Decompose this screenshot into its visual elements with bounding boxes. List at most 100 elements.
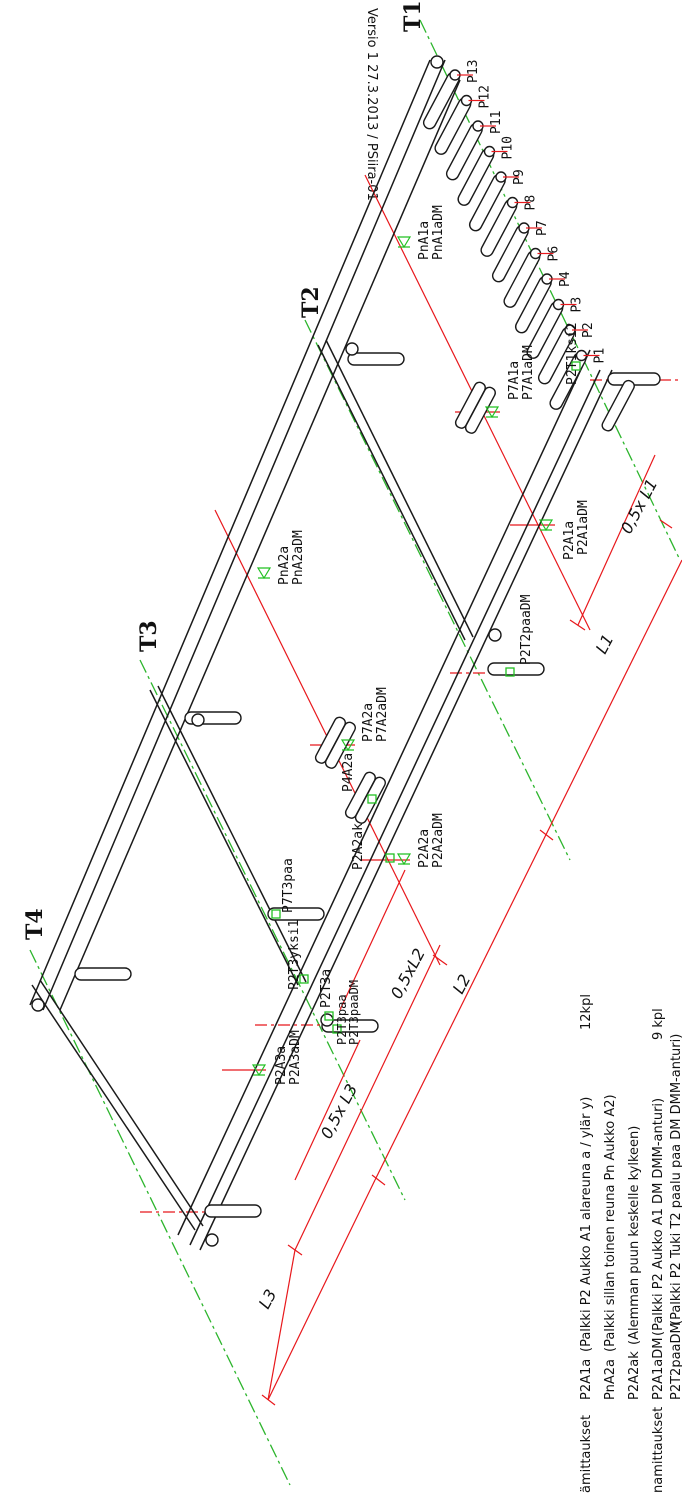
post-label-p7: P7 (535, 220, 550, 236)
legend-row1-desc: (Palkki P2 Aukko A1 alareuna a / ylär y) (579, 1097, 594, 1352)
dim-label-l1: L1 (592, 631, 618, 657)
post-label-p11: P11 (489, 111, 504, 134)
sensor-p2a3a (251, 1064, 267, 1077)
pile-t4 (74, 967, 132, 981)
label-p2a3a: P2A3a (274, 1046, 289, 1085)
legend-row1-code: P2A1a (579, 1359, 594, 1400)
label-pna1a: PnA1a (417, 221, 432, 260)
dim-tick-6 (659, 519, 673, 529)
beam-upper-3 (59, 79, 461, 1011)
support-label-t3: T3 (136, 620, 162, 652)
legend-row2-code: PnA2a (603, 1359, 618, 1400)
label-p2t3a: P2T3a (319, 969, 334, 1008)
legend-row5-desc: (Palkki P2 Tuki T2 paalu paa DM DMM-antu… (669, 1034, 682, 1325)
bundle-p7a2-b (324, 721, 356, 769)
label-pna2a: PnA2a (277, 546, 292, 585)
sensor-markers (251, 236, 581, 1077)
sensor-pna2a (256, 567, 272, 580)
post-label-p12: P12 (478, 85, 493, 108)
crossbeam-t2a (317, 344, 466, 641)
dim-label-l3: L3 (255, 1286, 281, 1312)
dim-label-half-l1: 0,5x L1 (617, 476, 662, 537)
dimension-lines (140, 174, 682, 1406)
label-p4a2a: P4A2a (341, 753, 356, 792)
label-p2t3yksi: P2T3yksi1 (287, 920, 302, 990)
dim-line-l2 (294, 944, 441, 1251)
sensor-p2a2a (396, 853, 412, 866)
crossbeam-t4a (31, 984, 196, 1231)
pile-t3-mid (267, 907, 325, 921)
pile-cap-t2 (345, 342, 359, 356)
beam-upper-2 (42, 59, 446, 1011)
dim-line-mid-l3 (294, 1039, 361, 1181)
dim-tick-4 (371, 1174, 386, 1186)
dim-label-l2: L2 (449, 971, 475, 997)
label-p2a2a: P2A2a (417, 829, 432, 868)
support-label-t4: T4 (22, 908, 48, 940)
beam-upper-1 (29, 59, 431, 1006)
dim-tick-1 (569, 619, 586, 631)
label-p2a1a: P2A1a (562, 521, 577, 560)
label-p7t3: P7T3paa (281, 858, 296, 913)
pile-cap-t3 (191, 713, 205, 727)
beam-lower-end-bottom (205, 1233, 219, 1247)
dim-tick-3 (287, 1244, 303, 1256)
main-beams (29, 55, 613, 1251)
post-label-p2: P2 (581, 322, 596, 338)
legend: ämittaukset P2A1a (Palkki P2 Aukko A1 al… (579, 994, 682, 1493)
crossbeam-t4b (39, 979, 204, 1227)
pile-t4-lower (204, 1204, 262, 1218)
label-p7a2adm: P7A2aDM (375, 687, 390, 742)
support-label-t2: T2 (298, 286, 324, 318)
pile-t2 (347, 352, 405, 366)
pile-t3-lower (321, 1019, 379, 1033)
sensor-p2t3a (324, 1011, 334, 1021)
sensor-pna1a (396, 236, 412, 249)
support-piles (74, 342, 661, 1218)
bundle-p1-a (601, 379, 635, 432)
label-p2t3paadm: P2T3paaDM (347, 980, 361, 1045)
sensor-p7a2a (340, 739, 356, 752)
label-p7a2a: P7A2a (361, 703, 376, 742)
pile-t2-lower (487, 662, 545, 676)
legend-row4-code: P2A1aDM (651, 1338, 666, 1400)
beam-lower-1 (189, 369, 601, 1246)
post-label-p9: P9 (512, 169, 527, 185)
axis-t2 (304, 319, 571, 861)
legend-row5-code: P2T2paaDM (669, 1322, 682, 1400)
label-p2t1: P2T1ksi2 (565, 322, 580, 385)
label-p2a2adm: P2A2aDM (431, 813, 446, 868)
dim-tick-2 (432, 954, 448, 966)
legend-row3-code: P2A2ak (627, 1351, 642, 1400)
label-pna2adm: PnA2aDM (291, 530, 306, 585)
label-p2t3paa: P2T3paa (335, 994, 349, 1045)
dim-tick-7 (261, 1394, 276, 1406)
sensor-p7a1a (484, 406, 500, 419)
label-p2a1adm: P2A1aDM (576, 500, 591, 555)
legend-row3-desc: (Alemman puun keskelle kylkeen) (627, 1126, 642, 1345)
legend-row2-desc: (Palkki sillan toinen reuna Pn Aukko A2) (603, 1094, 618, 1352)
dim-line-l1 (577, 454, 656, 626)
pile-cap-t2b (488, 628, 502, 642)
post-label-p4: P4 (558, 271, 573, 287)
legend-group2-title: namittaukset (651, 1407, 666, 1493)
post-label-p1: P1 (593, 348, 608, 364)
beam-lower-2 (199, 369, 613, 1251)
label-pna1adm: PnA1aDM (431, 205, 446, 260)
dim-label-half-l2: 0,5xL2 (387, 945, 429, 1002)
dim-tick-5 (539, 829, 554, 841)
bundle-p7a1-b (464, 386, 496, 434)
dim-label-half-l3: 0,5x L3 (317, 1081, 362, 1142)
sensor-p2t3yksi (299, 974, 309, 984)
crossbeam-t3b (157, 685, 307, 983)
sensor-p2t1 (571, 361, 581, 371)
beam-upper-end-bottom (31, 998, 45, 1012)
dim-line-mid-l2 (339, 869, 406, 1011)
dim-line-l1-outer (374, 559, 682, 1181)
post-label-p10: P10 (501, 136, 516, 159)
post-label-p3: P3 (570, 297, 585, 313)
label-p7a1a: P7A1a (507, 361, 522, 400)
sensor-p4a2a (367, 794, 377, 804)
crossbeam-t3a (149, 689, 299, 986)
support-axes (29, 19, 681, 1486)
